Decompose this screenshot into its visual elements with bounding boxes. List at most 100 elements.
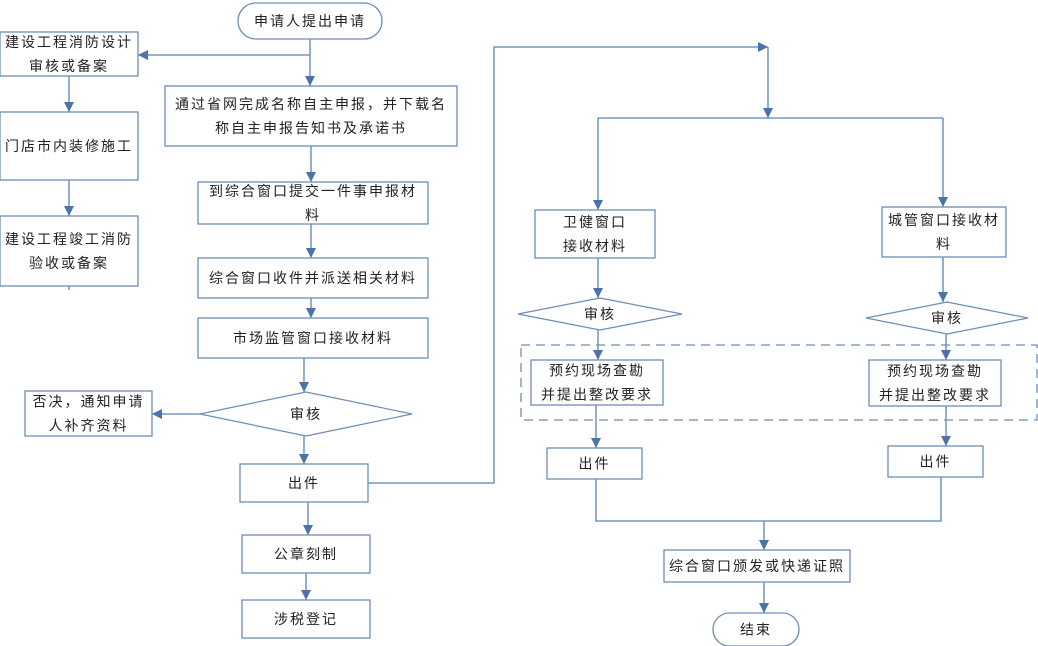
node-label: 到综合窗口提交一件事申报材 xyxy=(209,183,417,200)
node-label: 审核 xyxy=(931,311,963,327)
node-label: 通过省网完成名称自主申报，并下载名 xyxy=(175,97,447,113)
arrowhead-icon xyxy=(303,525,313,535)
node-label: 门店市内装修施工 xyxy=(5,138,133,155)
arrowhead-icon xyxy=(593,200,603,210)
arrowhead-icon xyxy=(138,50,148,60)
node-review-health: 审核 xyxy=(517,297,683,331)
process-shape xyxy=(881,206,1007,258)
arrowhead-icon xyxy=(64,102,74,112)
arrowhead-icon xyxy=(299,382,309,392)
arrowhead-icon xyxy=(763,108,773,118)
node-label: 建设工程竣工消防 xyxy=(5,232,133,248)
node-issue-health: 出件 xyxy=(546,447,643,480)
arrowhead-icon xyxy=(938,197,948,207)
arrowhead-icon xyxy=(306,308,316,318)
node-label: 卫健窗口 xyxy=(563,214,627,231)
process-shape xyxy=(24,390,153,437)
process-shape xyxy=(0,111,139,181)
node-label: 验收或备案 xyxy=(29,255,109,272)
node-label: 综合窗口收件并派送相关材料 xyxy=(209,270,417,287)
node-issue-main: 出件 xyxy=(239,463,369,503)
decision-shape xyxy=(865,301,1029,335)
node-label: 并提出整改要求 xyxy=(541,388,653,404)
onsite-inspection-group xyxy=(520,344,1038,421)
node-label: 出件 xyxy=(288,476,320,492)
node-label: 审核或备案 xyxy=(29,58,109,75)
node-label: 市场监管窗口接收材料 xyxy=(233,330,393,347)
node-label: 并提出整改要求 xyxy=(879,388,991,404)
arrowhead-icon xyxy=(64,206,74,216)
process-shape xyxy=(530,359,664,406)
process-shape xyxy=(0,31,139,77)
process-shape xyxy=(241,599,371,639)
process-shape xyxy=(546,447,643,480)
connector-issue-to-branches xyxy=(368,46,768,484)
process-shape xyxy=(197,181,429,225)
process-shape xyxy=(197,317,429,359)
arrowhead-icon xyxy=(305,76,315,86)
terminator-shape xyxy=(712,612,800,646)
node-label: 综合窗口颁发或快递证照 xyxy=(669,558,845,575)
node-renovation: 门店市内装修施工 xyxy=(0,111,139,181)
node-label: 出件 xyxy=(920,455,952,471)
arrowhead-icon xyxy=(591,438,601,448)
connector-issues-merge xyxy=(595,477,942,522)
process-shape xyxy=(663,549,851,583)
node-label: 料 xyxy=(936,237,952,253)
arrowhead-icon xyxy=(152,409,162,419)
node-label: 人补齐资料 xyxy=(49,419,129,435)
node-label: 称自主申报告知书及承诺书 xyxy=(215,120,407,137)
decision-shape xyxy=(517,297,683,331)
arrowhead-icon xyxy=(593,288,603,298)
arrowhead-icon xyxy=(941,436,951,446)
decision-shape xyxy=(199,391,413,437)
node-label: 接收材料 xyxy=(563,238,627,255)
node-label: 预约现场查勘 xyxy=(887,364,983,380)
arrowhead-icon xyxy=(306,248,316,258)
process-shape xyxy=(887,445,984,478)
process-shape xyxy=(241,534,371,574)
node-label: 预约现场查勘 xyxy=(549,364,645,380)
arrowhead-icon xyxy=(758,42,768,52)
node-label: 申请人提出申请 xyxy=(254,14,366,30)
node-review-urban: 审核 xyxy=(865,301,1029,335)
arrowhead-icon xyxy=(301,590,311,600)
node-label: 出件 xyxy=(579,457,611,473)
process-shape xyxy=(0,215,139,287)
node-label: 城管窗口接收材 xyxy=(888,212,1000,229)
node-review-main: 审核 xyxy=(199,391,413,437)
node-deliver: 综合窗口颁发或快递证照 xyxy=(663,549,851,583)
node-receive-dispatch: 综合窗口收件并派送相关材料 xyxy=(197,257,429,299)
groups xyxy=(520,344,1038,421)
arrowhead-icon xyxy=(759,603,769,613)
node-label: 建设工程消防设计 xyxy=(5,35,133,51)
arrowhead-icon xyxy=(593,350,603,360)
node-issue-urban: 出件 xyxy=(887,445,984,478)
process-shape xyxy=(868,359,1002,407)
arrowhead-icon xyxy=(759,540,769,550)
process-shape xyxy=(197,257,429,299)
node-seal: 公章刻制 xyxy=(241,534,371,574)
connectors xyxy=(64,39,951,613)
node-label: 涉税登记 xyxy=(274,612,338,628)
arrowhead-icon xyxy=(938,292,948,302)
node-label: 审核 xyxy=(584,307,616,323)
node-tax: 涉税登记 xyxy=(241,599,371,639)
process-shape xyxy=(239,463,369,503)
terminator-shape xyxy=(237,2,383,40)
node-label: 结束 xyxy=(740,623,772,639)
node-label: 公章刻制 xyxy=(274,546,338,563)
process-shape xyxy=(164,85,458,147)
node-label: 料 xyxy=(305,208,321,224)
